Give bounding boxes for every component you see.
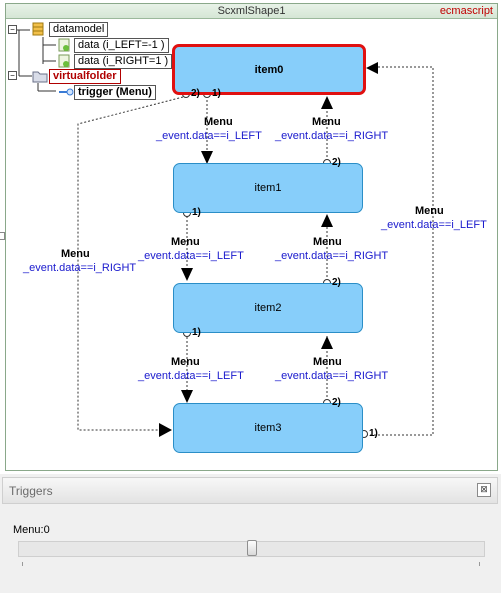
transition-condition-label: _event.data==i_LEFT xyxy=(156,130,262,142)
canvas-edge-marker xyxy=(0,232,5,240)
transition-condition-label: _event.data==i_RIGHT xyxy=(275,250,389,262)
transition-event-label: Menu xyxy=(204,116,233,128)
tree-collapse-toggle[interactable]: − xyxy=(8,25,17,34)
database-icon xyxy=(32,22,44,36)
trigger-slider-thumb[interactable] xyxy=(247,540,257,556)
port-circles xyxy=(182,90,368,438)
port-label: 2) xyxy=(191,88,200,99)
tree-node-data-left[interactable]: data (i_LEFT=-1 ) xyxy=(74,38,169,53)
slider-tick xyxy=(22,562,23,566)
port-label: 1) xyxy=(192,207,201,218)
state-item1[interactable]: item1 xyxy=(173,163,363,213)
tree-collapse-toggle[interactable]: − xyxy=(8,71,17,80)
transition-condition-label: _event.data==i_LEFT xyxy=(138,250,244,262)
transition-event-label: Menu xyxy=(171,356,200,368)
port-label: 2) xyxy=(332,397,341,408)
arrowheads xyxy=(159,62,378,437)
folder-icon xyxy=(32,71,48,83)
port-label: 2) xyxy=(332,277,341,288)
state-item0[interactable]: item0 xyxy=(172,44,366,95)
language-label: ecmascript xyxy=(439,5,493,17)
triggers-panel-header: Triggers ⊠ xyxy=(2,477,498,504)
data-icon xyxy=(58,38,70,52)
slider-tick xyxy=(479,562,480,566)
transition-condition-label: _event.data==i_RIGHT xyxy=(275,130,389,142)
transition-condition-label: _event.data==i_LEFT xyxy=(381,219,487,231)
transition-event-label: Menu xyxy=(313,356,342,368)
edge-item3-item0 xyxy=(366,66,434,436)
tree-node-trigger[interactable]: trigger (Menu) xyxy=(74,85,156,100)
state-item2[interactable]: item2 xyxy=(173,283,363,333)
transition-event-label: Menu xyxy=(415,205,444,217)
state-item3[interactable]: item3 xyxy=(173,403,363,453)
edge-item0-item3 xyxy=(77,96,184,431)
transition-event-label: Menu xyxy=(171,236,200,248)
tree-node-datamodel[interactable]: datamodel xyxy=(49,22,109,37)
transition-condition-label: _event.data==i_LEFT xyxy=(138,370,244,382)
port-label: 2) xyxy=(332,157,341,168)
scxml-canvas[interactable]: ScxmlShape1 ecmascript xyxy=(5,3,498,471)
trigger-icon xyxy=(59,88,74,96)
triggers-panel-title: Triggers xyxy=(9,484,53,498)
transition-event-label: Menu xyxy=(312,116,341,128)
canvas-title-bar: ScxmlShape1 ecmascript xyxy=(6,4,497,19)
close-icon[interactable]: ⊠ xyxy=(477,483,491,497)
transition-condition-label: _event.data==i_RIGHT xyxy=(23,262,137,274)
port-label: 1) xyxy=(369,428,378,439)
trigger-slider-label: Menu:0 xyxy=(13,524,50,536)
port-label: 1) xyxy=(212,88,221,99)
transition-condition-label: _event.data==i_RIGHT xyxy=(275,370,389,382)
tree-node-virtualfolder[interactable]: virtualfolder xyxy=(49,69,121,84)
canvas-title: ScxmlShape1 xyxy=(217,5,286,17)
triggers-panel: Triggers ⊠ Menu:0 xyxy=(0,474,501,593)
port-label: 1) xyxy=(192,327,201,338)
tree-node-data-right[interactable]: data (i_RIGHT=1 ) xyxy=(74,54,173,69)
transition-event-label: Menu xyxy=(313,236,342,248)
data-icon xyxy=(58,54,70,68)
transition-event-label: Menu xyxy=(61,248,90,260)
